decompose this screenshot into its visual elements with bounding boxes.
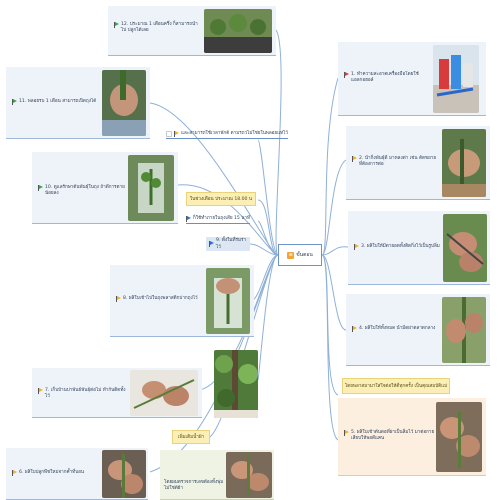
central-topic-label: ขั้นตอน [296,252,313,258]
central-topic[interactable]: ≡ ขั้นตอน [278,244,322,266]
open-bag-photo [102,70,146,136]
step-3-card[interactable]: 3. ผลิใบให้มีตายอดทั้งติดกิ่งไว้เป็นรูปล… [348,211,490,285]
step-7-card[interactable]: 7. เก็บบ้านปาพันธ์พันธุ์ต่อไม่ ทำกันติดท… [32,368,202,418]
tying-hands-photo [130,370,198,416]
step-8-card[interactable]: 8. ผลิใบเข้าไปในถุงพลาสติกปากถุงไว้ [110,265,254,337]
potted-seedlings-photo [204,9,272,53]
blue-flag-icon [186,215,191,222]
step-5-note: โดยพลาสมามาใส่ใจต่อให้ดี่ทุกครั้ง เป็นคุ… [342,378,450,394]
step-4-text: 4. ผลิใบให้ทั้งหมด นำมีดผ่าตลาดกลาง [359,326,436,331]
step-5-card[interactable]: 5. ผลิใบเข้าต้นตอที่ผ่าเป็นลิ่มไว้ มาต่อ… [338,398,486,476]
branch-note-after-12: และสามารถใช้เวลาพักต้ ตามรถวไม่ใช่ยในพลอ… [166,130,289,139]
temperature-note: ในช่วงเดือน ประมาณ 18.00 น [186,192,256,206]
green-flag-icon [12,99,17,105]
step-5-text: 5. ผลิใบเข้าต้นตอที่ผ่าเป็นลิ่มไว้ มาต่อ… [351,430,435,442]
hand-cutting-photo [442,129,486,197]
grafted-stem-photo [226,452,272,498]
yellow-flag-icon [352,156,357,162]
step-6-text: 6. ผลิใบปลูกพืชใหม่จากค้ำที่บอน [19,470,85,475]
step-6-note-label: เพิ่มเติมน้ำฝ้า [172,430,210,444]
yellow-flag-icon [174,130,179,137]
yellow-flag-icon [344,430,349,436]
step-2-text: 2. นำกิ่งพันธุ์ดี มาหลงต่า เช่น ตัดขยาย … [359,156,437,168]
step-1-card[interactable]: 1. ทำความสะอาดเครื่องมือโดยใช้แอลกอฮอล์ [338,42,486,116]
blue-flag-icon [209,241,214,247]
step-12-card[interactable]: 12. ประมาณ 1 เดือนครึ่ง ก็สามารถนำไป ปลู… [108,6,276,56]
document-icon: ≡ [287,251,295,259]
step-8-text: 8. ผลิใบเข้าไปในถุงพลาสติกปากถุงไว้ [123,296,198,301]
green-flag-icon [38,185,43,191]
step-6-extra-text: โดยผมตรวจการเลขต้องทั้งพุ่มไม่ใช่ด้ผ้า [164,480,224,492]
bagged-plant-photo [128,155,174,221]
wrapping-hands-photo [102,450,146,498]
yellow-flag-icon [38,388,43,394]
step-10-card[interactable]: 10. ดูแลรักษาต้นพันธุ์ในถุง ถ้าดีการตายน… [32,152,178,224]
step-6-extra-card[interactable]: โดยผมตรวจการเลขต้องทั้งพุ่มไม่ใช่ด้ผ้า [160,450,274,500]
tree-branch-photo [214,350,258,418]
step-7-text: 7. เก็บบ้านปาพันธ์พันธุ์ต่อไม่ ทำกันติดท… [45,388,126,400]
yellow-flag-icon [352,326,357,332]
step-11-text: 11. พลอยรบ 1 เดือน สามารถเปิดถุงได้ [19,99,97,104]
step-2-card[interactable]: 2. นำกิ่งพันธุ์ดี มาหลงต่า เช่น ตัดขยาย … [346,126,490,200]
step-9-text: 9. ตั้งในที่ร่มร่าไว้ [216,238,247,250]
yellow-flag-icon [12,470,17,476]
step-3-text: 3. ผลิใบให้มีตายอดทั้งติดกิ่งไว้เป็นรูปล… [361,244,440,249]
step-10-text: 10. ดูแลรักษาต้นพันธุ์ในถุง ถ้าดีการตายน… [45,185,125,197]
grafting-hands-photo [436,402,482,472]
step-6-card[interactable]: 6. ผลิใบปลูกพืชใหม่จากค้ำที่บอน [6,448,148,500]
tools-and-bottles-photo [433,45,479,113]
note-icon [166,130,172,137]
step-9-node[interactable]: 9. ตั้งในที่ร่มร่าไว้ [206,237,250,251]
yellow-flag-icon [354,244,359,250]
step-12-text: 12. ประมาณ 1 เดือนครึ่ง ก็สามารถนำไป ปลู… [121,22,198,34]
step-4-card[interactable]: 4. ผลิใบให้ทั้งหมด นำมีดผ่าตลาดกลาง [346,294,490,366]
cutting-knife-photo [443,214,487,282]
step-11-card[interactable]: 11. พลอยรบ 1 เดือน สามารถเปิดถุงได้ [6,67,150,139]
plastic-bag-photo [206,268,250,334]
bag-time-note: ก็ใช้ทำภายในถุงเสีย 15 นาที [186,215,251,224]
stem-split-photo [442,297,486,363]
red-flag-icon [344,72,349,78]
step-1-text: 1. ทำความสะอาดเครื่องมือโดยใช้แอลกอฮอล์ [351,72,419,84]
green-flag-icon [114,22,119,28]
yellow-flag-icon [116,296,121,302]
